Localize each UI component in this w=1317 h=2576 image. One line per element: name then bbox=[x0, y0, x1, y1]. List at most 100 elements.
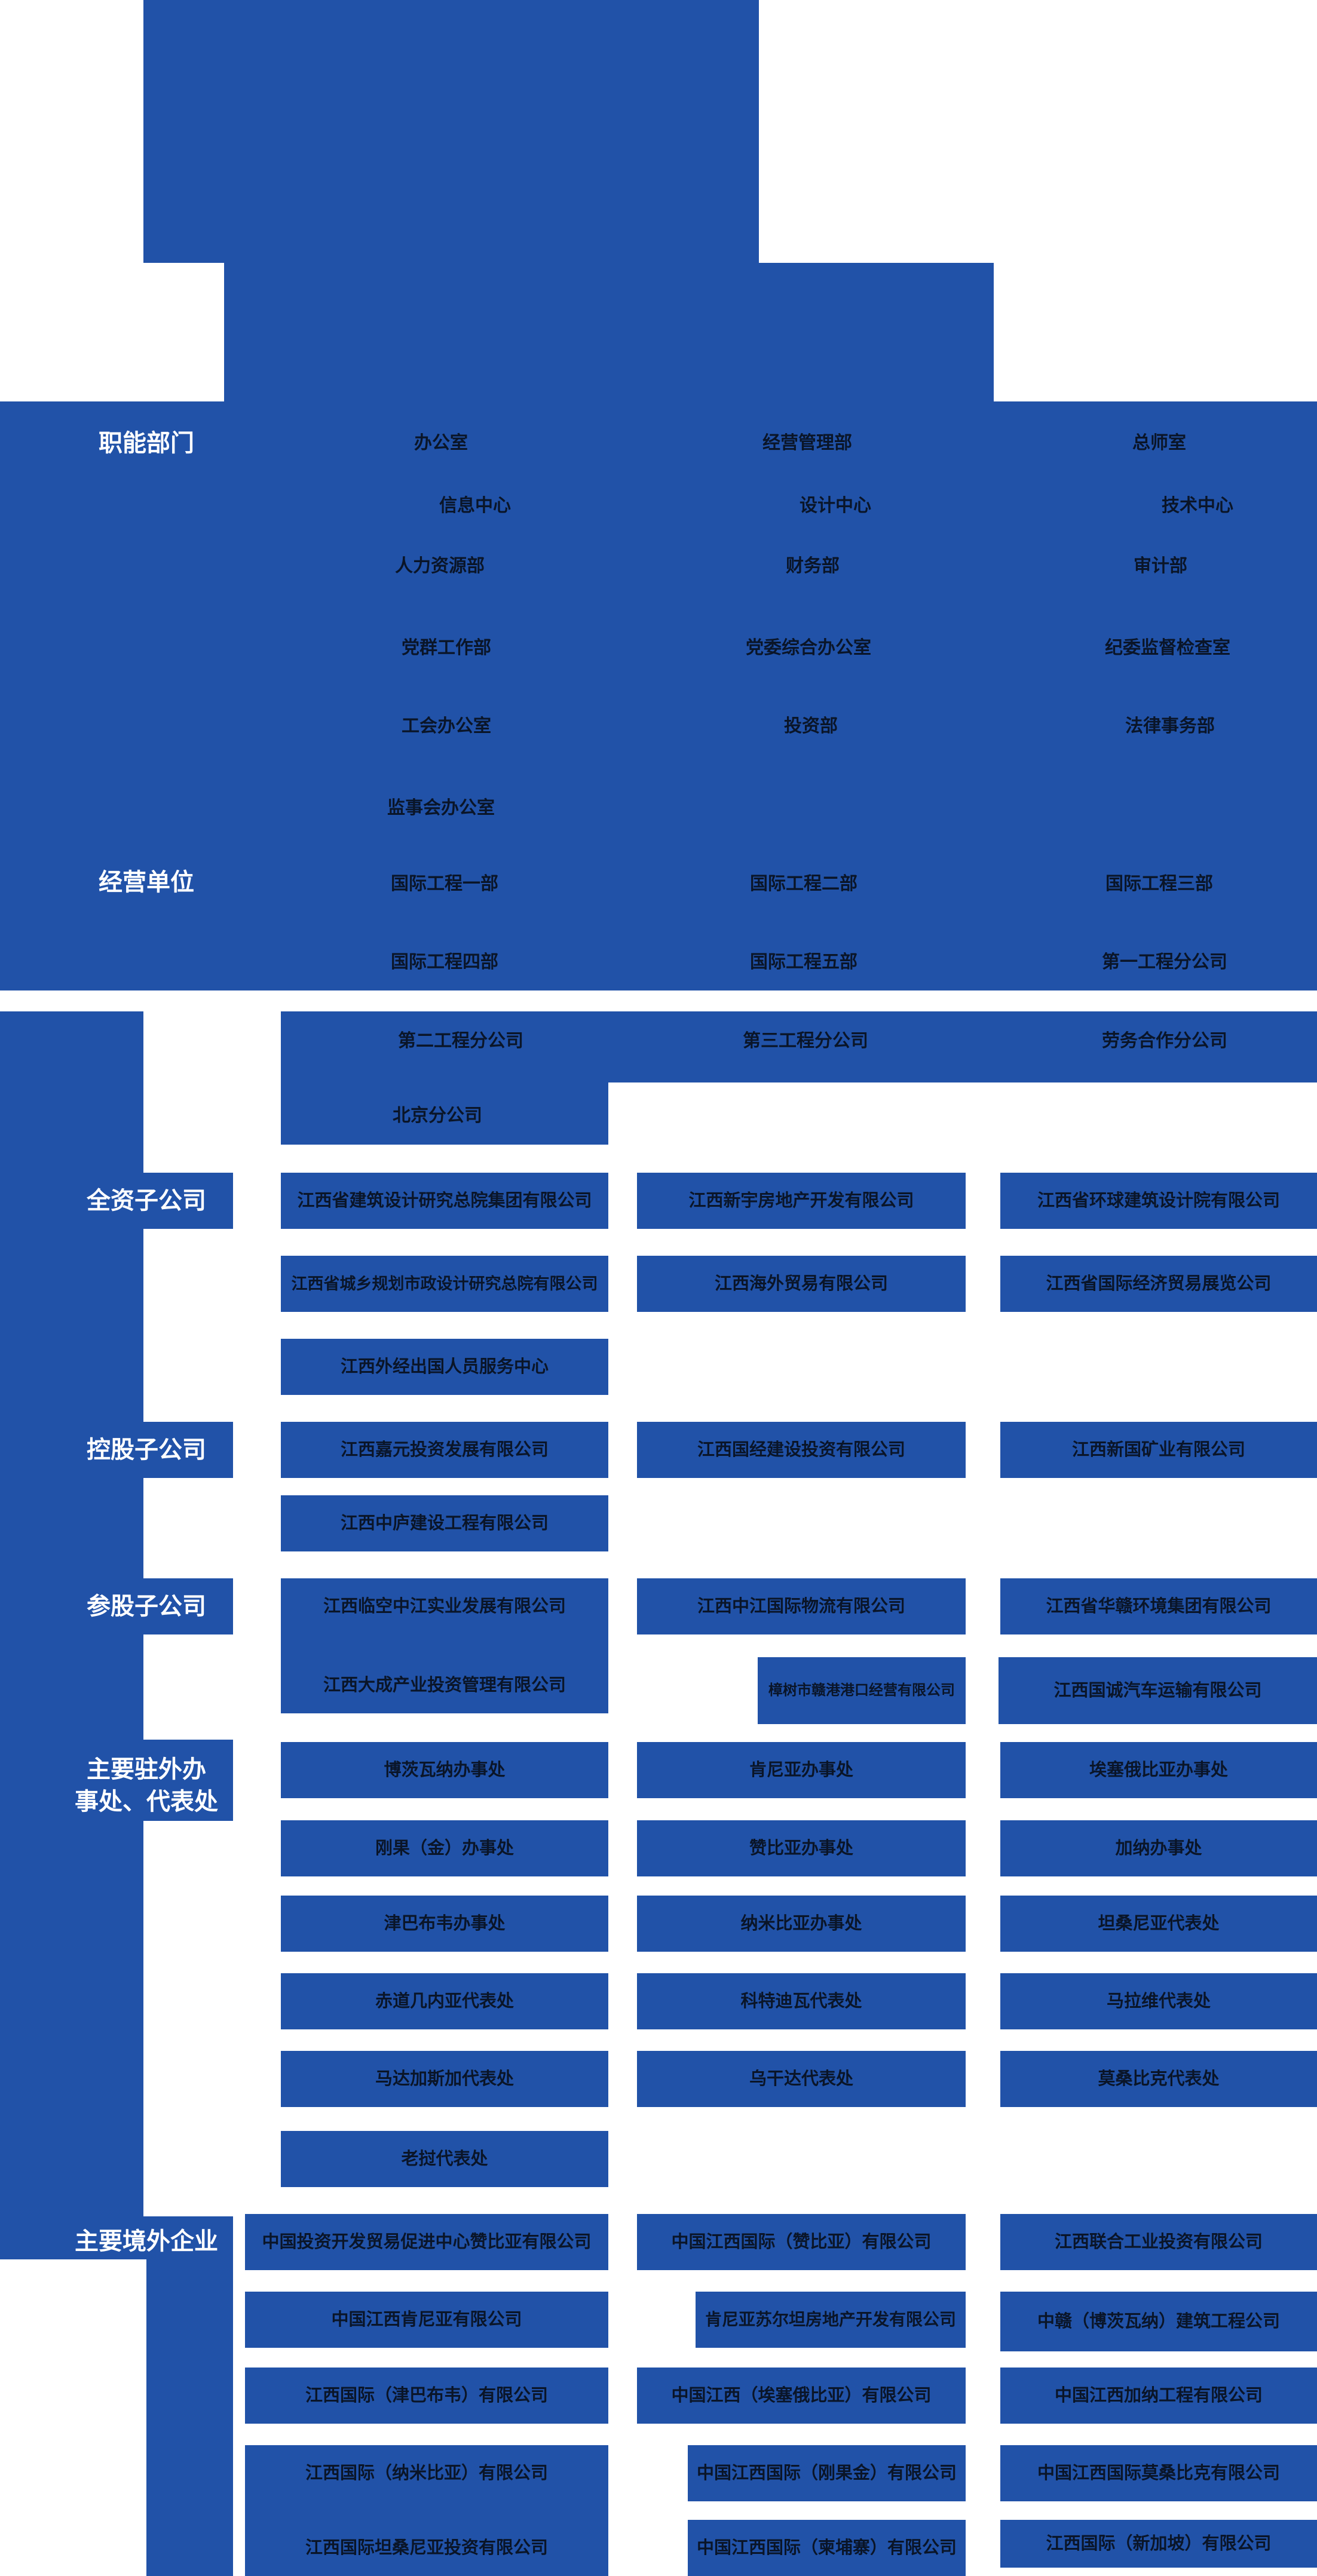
org-box: 中国江西肯尼亚有限公司 bbox=[245, 2292, 608, 2348]
connector-fill bbox=[281, 1634, 608, 1658]
org-box: 津巴布韦办事处 bbox=[281, 1896, 608, 1952]
org-box: 江西省城乡规划市政设计研究总院有限公司 bbox=[281, 1256, 608, 1312]
org-box-label: 乌干达代表处 bbox=[749, 2069, 853, 2089]
org-box-label: 博茨瓦纳办事处 bbox=[384, 1760, 506, 1780]
org-box: 江西海外贸易有限公司 bbox=[637, 1256, 966, 1312]
org-box: 莫桑比克代表处 bbox=[1000, 2051, 1317, 2107]
org-box-label: 江西国际（新加坡）有限公司 bbox=[1046, 2534, 1272, 2553]
section-label-band-overseas_offices bbox=[0, 1740, 233, 1821]
org-box: 江西外经出国人员服务中心 bbox=[281, 1339, 608, 1395]
org-box-label: 刚果（金）办事处 bbox=[375, 1838, 514, 1858]
section-label-invested: 参股子公司 bbox=[87, 1593, 206, 1620]
department-node: 第三工程分公司 bbox=[743, 1031, 868, 1051]
department-node: 国际工程二部 bbox=[750, 874, 857, 894]
org-box: 中国江西（埃塞俄比亚）有限公司 bbox=[637, 2368, 966, 2424]
section-label-overseas_offices: 主要驻外办 bbox=[87, 1756, 206, 1783]
org-box: 江西国际（新加坡）有限公司 bbox=[1000, 2520, 1317, 2568]
org-box: 中国江西国际（刚果金）有限公司 bbox=[688, 2445, 966, 2501]
department-node: 设计中心 bbox=[800, 496, 871, 516]
org-box-label: 中国投资开发贸易促进中心赞比亚有限公司 bbox=[262, 2232, 592, 2252]
section-label-overseas_offices: 事处、代表处 bbox=[75, 1789, 218, 1815]
department-node: 审计部 bbox=[1134, 556, 1187, 576]
org-box-label: 纳米比亚办事处 bbox=[740, 1913, 862, 1933]
department-node: 国际工程三部 bbox=[1105, 874, 1213, 894]
org-box-label: 江西外经出国人员服务中心 bbox=[340, 1357, 549, 1376]
org-box: 江西联合工业投资有限公司 bbox=[1000, 2214, 1317, 2270]
section-label-overseas_enterprises: 主要境外企业 bbox=[75, 2228, 218, 2255]
org-box-label: 江西嘉元投资发展有限公司 bbox=[340, 1440, 549, 1459]
org-box: 江西新宇房地产开发有限公司 bbox=[637, 1173, 966, 1229]
org-box-label: 江西国经建设投资有限公司 bbox=[697, 1440, 905, 1459]
org-box-label: 江西中庐建设工程有限公司 bbox=[340, 1513, 549, 1533]
panel-business-strip bbox=[281, 1011, 1317, 1082]
org-box: 江西嘉元投资发展有限公司 bbox=[281, 1422, 608, 1478]
org-box-label: 中国江西肯尼亚有限公司 bbox=[331, 2310, 522, 2329]
section-label-holding: 控股子公司 bbox=[87, 1437, 206, 1463]
org-box-label: 肯尼亚办事处 bbox=[749, 1760, 853, 1780]
org-box: 科特迪瓦代表处 bbox=[637, 1973, 966, 2029]
org-box: 江西临空中江实业发展有限公司 bbox=[281, 1578, 608, 1634]
section-label-wholly_owned: 全资子公司 bbox=[87, 1188, 206, 1214]
org-box-label: 江西新宇房地产开发有限公司 bbox=[688, 1191, 914, 1210]
department-node: 工会办公室 bbox=[402, 716, 491, 736]
org-box-label: 中国江西加纳工程有限公司 bbox=[1054, 2385, 1263, 2405]
department-node: 技术中心 bbox=[1162, 496, 1233, 516]
org-box: 中赣（博茨瓦纳）建筑工程公司 bbox=[1000, 2292, 1317, 2351]
org-box-label: 肯尼亚苏尔坦房地产开发有限公司 bbox=[705, 2310, 956, 2329]
org-box: 中国投资开发贸易促进中心赞比亚有限公司 bbox=[245, 2214, 608, 2270]
org-box-label: 赞比亚办事处 bbox=[749, 1838, 853, 1858]
org-box-label: 江西国际（津巴布韦）有限公司 bbox=[305, 2385, 548, 2405]
department-node: 纪委监督检查室 bbox=[1105, 638, 1230, 658]
org-box: 江西省国际经济贸易展览公司 bbox=[1000, 1256, 1317, 1312]
org-box-label: 江西海外贸易有限公司 bbox=[714, 1274, 888, 1293]
department-node: 总师室 bbox=[1132, 433, 1186, 453]
org-box-label: 中国江西国际（赞比亚）有限公司 bbox=[671, 2232, 932, 2252]
org-box: 埃塞俄比亚办事处 bbox=[1000, 1742, 1317, 1798]
org-box-label: 埃塞俄比亚办事处 bbox=[1089, 1760, 1228, 1780]
department-node: 国际工程四部 bbox=[391, 952, 498, 972]
org-box-label: 莫桑比克代表处 bbox=[1098, 2069, 1220, 2089]
section-label-business: 经营单位 bbox=[99, 869, 194, 896]
department-node: 投资部 bbox=[784, 716, 838, 736]
org-box: 坦桑尼亚代表处 bbox=[1000, 1896, 1317, 1952]
org-box-label: 科特迪瓦代表处 bbox=[740, 1991, 862, 2011]
department-node: 党委综合办公室 bbox=[746, 638, 871, 658]
panel-top bbox=[143, 0, 759, 263]
department-node: 办公室 bbox=[414, 433, 468, 453]
org-box-label: 江西联合工业投资有限公司 bbox=[1054, 2232, 1263, 2252]
org-box: 刚果（金）办事处 bbox=[281, 1820, 608, 1876]
org-box-label: 江西省城乡规划市政设计研究总院有限公司 bbox=[291, 1274, 598, 1293]
department-node: 国际工程一部 bbox=[391, 874, 498, 894]
department-node: 劳务合作分公司 bbox=[1102, 1031, 1227, 1051]
org-box-label: 加纳办事处 bbox=[1115, 1838, 1202, 1858]
org-box: 肯尼亚办事处 bbox=[637, 1742, 966, 1798]
org-box-label: 中国江西国际莫桑比克有限公司 bbox=[1037, 2463, 1280, 2483]
department-node: 信息中心 bbox=[439, 496, 511, 516]
org-box-label: 江西大成产业投资管理有限公司 bbox=[323, 1675, 566, 1695]
department-node: 国际工程五部 bbox=[750, 952, 857, 972]
org-box: 中国江西国际（柬埔寨）有限公司 bbox=[688, 2520, 966, 2576]
org-box: 江西国际坦桑尼亚投资有限公司 bbox=[245, 2520, 608, 2576]
org-box: 乌干达代表处 bbox=[637, 2051, 966, 2107]
org-box-label: 江西省建筑设计研究总院集团有限公司 bbox=[297, 1191, 592, 1210]
department-node: 党群工作部 bbox=[402, 638, 491, 658]
section-label-band-wholly_owned bbox=[0, 1173, 233, 1229]
department-node: 北京分公司 bbox=[393, 1106, 482, 1126]
org-box: 江西中江国际物流有限公司 bbox=[637, 1578, 966, 1634]
org-box-label: 中国江西（埃塞俄比亚）有限公司 bbox=[671, 2385, 932, 2405]
org-box: 加纳办事处 bbox=[1000, 1820, 1317, 1876]
org-box-label: 坦桑尼亚代表处 bbox=[1098, 1913, 1220, 1933]
org-box: 樟树市赣港港口经营有限公司 bbox=[758, 1657, 966, 1724]
org-box-label: 江西临空中江实业发展有限公司 bbox=[323, 1596, 566, 1616]
org-box-label: 江西国诚汽车运输有限公司 bbox=[1053, 1680, 1262, 1700]
org-box: 赞比亚办事处 bbox=[637, 1820, 966, 1876]
department-node: 监事会办公室 bbox=[387, 798, 495, 818]
department-node: 法律事务部 bbox=[1125, 716, 1215, 736]
org-box-label: 马拉维代表处 bbox=[1106, 1991, 1211, 2011]
org-box: 江西国诚汽车运输有限公司 bbox=[999, 1657, 1317, 1724]
org-box: 江西新国矿业有限公司 bbox=[1000, 1422, 1317, 1478]
org-box-label: 江西国际（纳米比亚）有限公司 bbox=[305, 2463, 548, 2483]
section-label-band-overseas_enterprises bbox=[0, 2216, 233, 2259]
org-box: 纳米比亚办事处 bbox=[637, 1896, 966, 1952]
